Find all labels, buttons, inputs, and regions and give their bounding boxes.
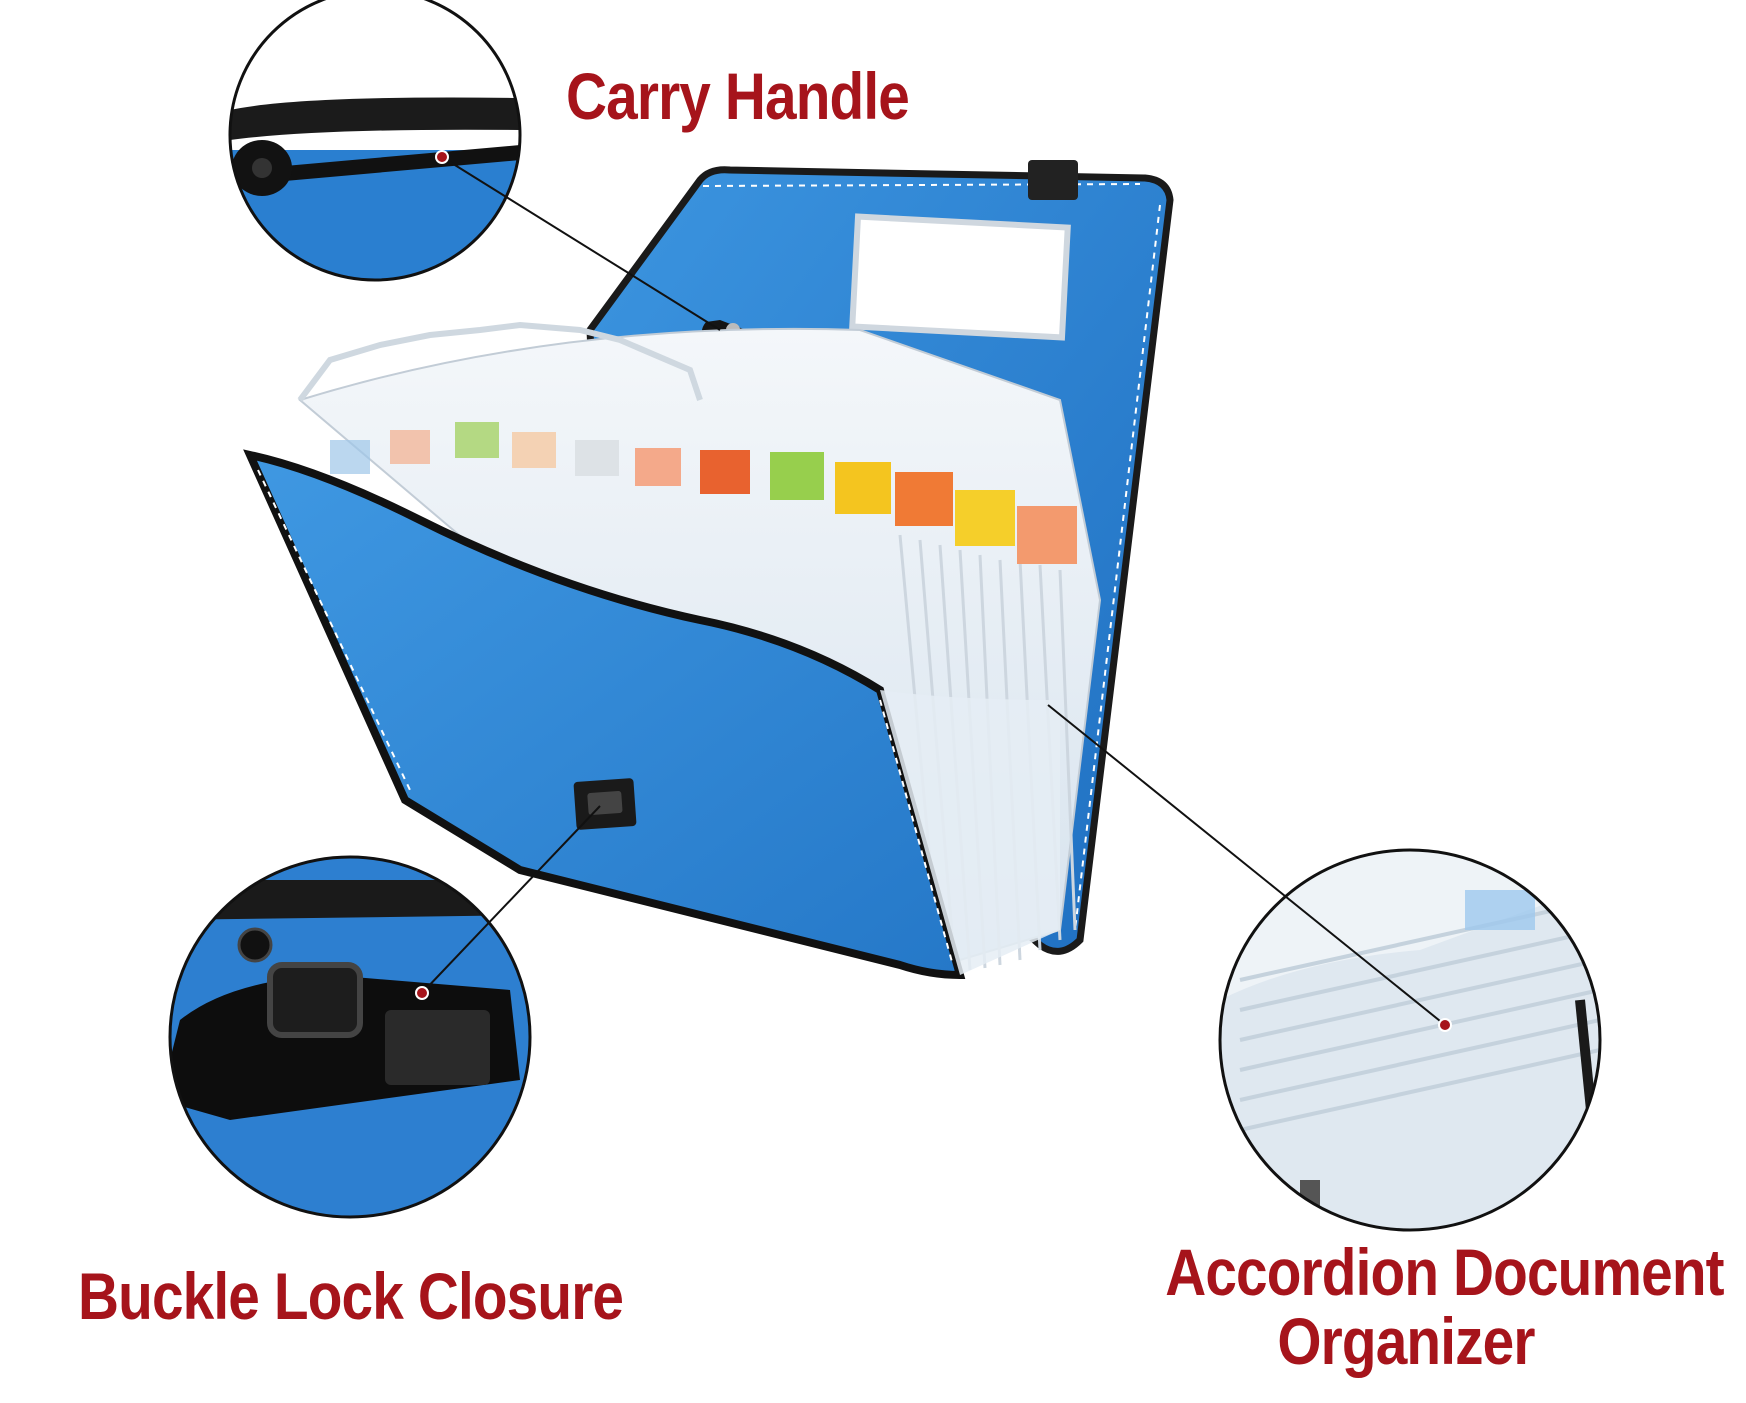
index-tab bbox=[895, 472, 953, 526]
index-tab bbox=[455, 422, 499, 458]
index-tab bbox=[390, 430, 430, 464]
leader-line-accordion bbox=[1047, 704, 1446, 1026]
carry-handle-label: Carry Handle bbox=[566, 59, 910, 133]
gusset bbox=[880, 690, 1060, 975]
leader-line-buckle-lock bbox=[421, 805, 601, 994]
zoom-circle-carry-handle bbox=[228, 0, 522, 282]
index-tab bbox=[635, 448, 681, 486]
accordion-label-line2: Organizer bbox=[1277, 1304, 1535, 1379]
index-tab bbox=[1017, 506, 1077, 564]
accordion-organizer-label: Accordion Document Organizer bbox=[1165, 1235, 1724, 1379]
label-window bbox=[849, 213, 1071, 341]
zoom-circle-accordion bbox=[1218, 848, 1602, 1232]
index-tab bbox=[700, 450, 750, 494]
index-tab bbox=[330, 440, 370, 474]
flap-tab bbox=[1028, 160, 1078, 200]
index-tab bbox=[835, 462, 891, 514]
buckle-lock-closure-label: Buckle Lock Closure bbox=[78, 1259, 624, 1333]
index-tab bbox=[770, 452, 824, 500]
leader-line-carry-handle bbox=[441, 156, 721, 331]
accordion-label-line1: Accordion Document bbox=[1165, 1235, 1724, 1309]
index-tab bbox=[575, 440, 619, 476]
index-tab bbox=[955, 490, 1015, 546]
index-tab bbox=[512, 432, 556, 468]
index-tabs bbox=[330, 422, 1077, 564]
front-pocket bbox=[243, 449, 966, 980]
zoom-circle-buckle-lock bbox=[168, 855, 532, 1219]
